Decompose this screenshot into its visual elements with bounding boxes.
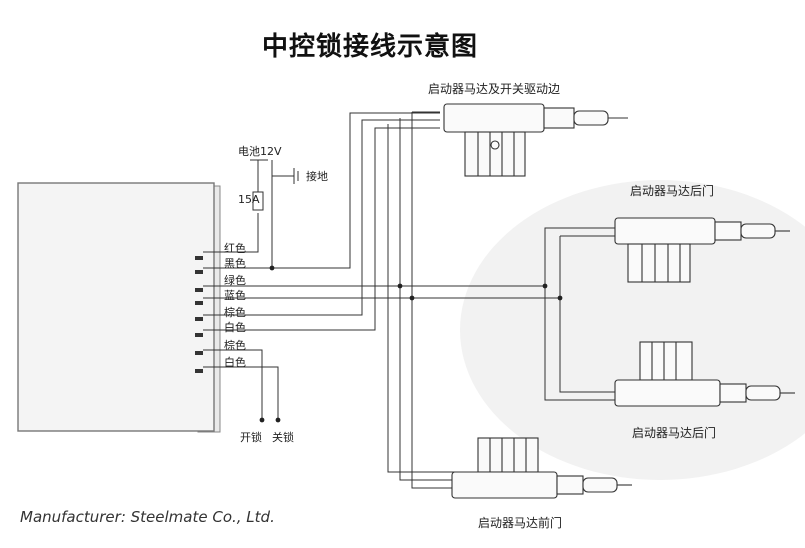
manufacturer-credit: Manufacturer: Steelmate Co., Ltd. [20, 508, 275, 526]
actuator-rear-bottom-label: 启动器马达后门 [632, 426, 717, 440]
ground-label: 接地 [306, 170, 328, 183]
diagram-title: 中控锁接线示意图 [262, 32, 479, 62]
wire-label-black: 黑色 [224, 257, 246, 270]
lock-label: 关锁 [272, 431, 294, 444]
wire-label-white-2: 白色 [224, 356, 246, 369]
unlock-label: 开锁 [240, 431, 262, 444]
wire-label-blue: 蓝色 [224, 289, 246, 302]
actuator-rear-top-label: 启动器马达后门 [630, 184, 715, 198]
wire-label-white: 白色 [224, 321, 246, 334]
wire-harness [203, 111, 615, 489]
actuator-front-label: 启动器马达前门 [478, 516, 563, 530]
control-module [17, 182, 221, 433]
battery-label: 电池12V [238, 145, 282, 158]
wire-label-red: 红色 [224, 242, 246, 255]
wire-label-green: 绿色 [224, 274, 246, 287]
wire-label-brown-2: 棕色 [224, 339, 246, 352]
actuator-driver-label: 启动器马达及开关驱动边 [428, 82, 561, 96]
actuator-driver [443, 103, 628, 177]
fuse-label: 15A [238, 193, 260, 206]
wire-label-brown: 棕色 [224, 306, 246, 319]
actuator-front [451, 437, 632, 499]
actuator-rear-bottom [614, 341, 795, 407]
actuator-rear-top [614, 217, 790, 283]
